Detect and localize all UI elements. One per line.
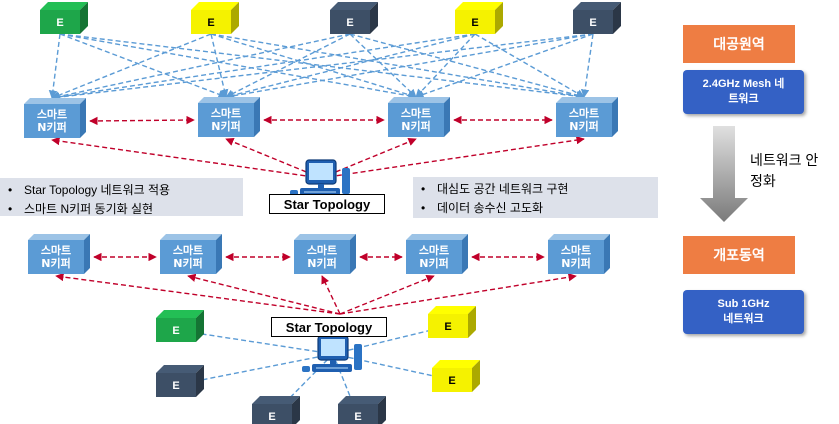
bottom-network-box: Sub 1GHz 네트워크 [683, 290, 804, 334]
top-network-box: 2.4GHz Mesh 네 트워크 [683, 70, 804, 114]
top-keeper-3-label-1: 스마트 [401, 106, 431, 120]
top-device-3: E [330, 2, 378, 34]
bottom-keeper-4-label-2: N키퍼 [419, 256, 448, 270]
top-keeper-1-label-2: N키퍼 [37, 120, 66, 134]
left-note-1: Star Topology 네트워크 적용 [8, 181, 243, 200]
bottom-device-link-3 [175, 353, 334, 388]
bottom-keeper-5-label-1: 스마트 [561, 243, 591, 257]
bottom-device-4: E [432, 360, 480, 392]
top-device-4-label: E [471, 17, 478, 29]
bottom-device-6: E [338, 396, 386, 424]
bottom-hub-computer-icon [302, 335, 362, 372]
mesh-link-4-1 [51, 33, 476, 102]
bottom-keeper-1-label-1: 스마트 [41, 243, 71, 257]
mesh-link-4-3 [415, 33, 476, 98]
bottom-device-5: E [252, 396, 300, 424]
top-device-4: E [455, 2, 503, 34]
top-station-title: 대공원역 [683, 25, 795, 63]
top-keeper-4-label-2: N키퍼 [569, 119, 598, 133]
top-hub-link-4 [320, 135, 585, 182]
bottom-device-3: E [156, 365, 204, 397]
stabilization-text: 네트워크 안 정화 [750, 152, 819, 189]
top-device-1-label: E [56, 17, 63, 29]
bottom-device-5-label: E [268, 411, 275, 423]
mesh-link-5-3 [415, 33, 594, 99]
bottom-device-4-label: E [448, 375, 455, 387]
mesh-link-3-3 [349, 33, 417, 98]
mesh-link-2-3 [210, 33, 417, 99]
top-star-topology-label: Star Topology [269, 194, 385, 214]
left-note-2: 스마트 N키퍼 동기화 실현 [8, 200, 243, 219]
mesh-link-3-2 [225, 33, 351, 98]
top-device-2-label: E [207, 17, 214, 29]
mesh-link-1-3 [59, 33, 417, 100]
top-keeper-2-label-1: 스마트 [211, 106, 241, 120]
top-keeper-1-label-1: 스마트 [37, 107, 67, 121]
bottom-keeper-3-label-2: N키퍼 [307, 256, 336, 270]
mesh-link-2-1 [51, 33, 212, 100]
bottom-hub-link-3 [321, 275, 341, 315]
mesh-link-5-2 [225, 33, 594, 100]
mesh-link-5-4 [580, 33, 594, 98]
bottom-hub-link-4 [339, 274, 435, 315]
top-device-2: E [191, 2, 239, 34]
top-keeper-link-1 [89, 115, 195, 126]
right-note-1: 대심도 공간 네트워크 구현 [421, 180, 658, 199]
bottom-hub-link-1 [55, 272, 341, 315]
mesh-link-2-2 [210, 33, 229, 98]
bottom-keeper-3-label-1: 스마트 [307, 243, 337, 257]
bottom-device-1: E [156, 310, 204, 342]
right-note-2: 데이터 송수신 고도화 [421, 199, 658, 218]
mesh-link-1-1 [48, 33, 61, 99]
bottom-device-3-label: E [172, 380, 179, 392]
mesh-link-1-2 [59, 33, 227, 99]
top-keeper-2-label-2: N키퍼 [211, 119, 240, 133]
mesh-link-4-2 [225, 33, 476, 100]
bottom-keeper-2-label-1: 스마트 [173, 243, 203, 257]
mesh-link-3-4 [349, 33, 585, 100]
top-hub-computer-icon [290, 159, 350, 196]
bottom-hub-link-2 [187, 273, 341, 315]
top-hub-link-2 [225, 137, 322, 180]
stabilization-arrow [700, 126, 748, 222]
bottom-device-2-label: E [444, 321, 451, 333]
top-device-5: E [573, 2, 621, 34]
bottom-keeper-5-label-2: N키퍼 [561, 256, 590, 270]
top-device-1: E [40, 2, 88, 34]
right-notes-box: 대심도 공간 네트워크 구현 데이터 송수신 고도화 [413, 177, 658, 218]
bottom-keeper-4-label-1: 스마트 [419, 243, 449, 257]
top-device-5-label: E [589, 17, 596, 29]
bottom-station-title: 개포동역 [683, 236, 795, 274]
bottom-device-6-label: E [354, 411, 361, 423]
bottom-keeper-1-label-2: N키퍼 [41, 256, 70, 270]
bottom-keeper-2-label-2: N키퍼 [173, 256, 202, 270]
bottom-device-link-4 [332, 353, 453, 383]
top-keeper-3-label-2: N키퍼 [401, 119, 430, 133]
mesh-link-5-1 [51, 33, 594, 102]
top-keeper-4-label-1: 스마트 [569, 106, 599, 120]
mesh-link-2-4 [210, 33, 585, 100]
top-device-3-label: E [346, 17, 353, 29]
top-hub-link-1 [51, 136, 322, 182]
left-notes-box: Star Topology 네트워크 적용 스마트 N키퍼 동기화 실현 [0, 178, 243, 219]
mesh-link-3-1 [51, 33, 351, 101]
bottom-device-1-label: E [172, 325, 179, 337]
bottom-star-topology-label: Star Topology [271, 317, 387, 337]
mesh-link-4-4 [474, 33, 585, 98]
bottom-device-2: E [428, 306, 476, 338]
